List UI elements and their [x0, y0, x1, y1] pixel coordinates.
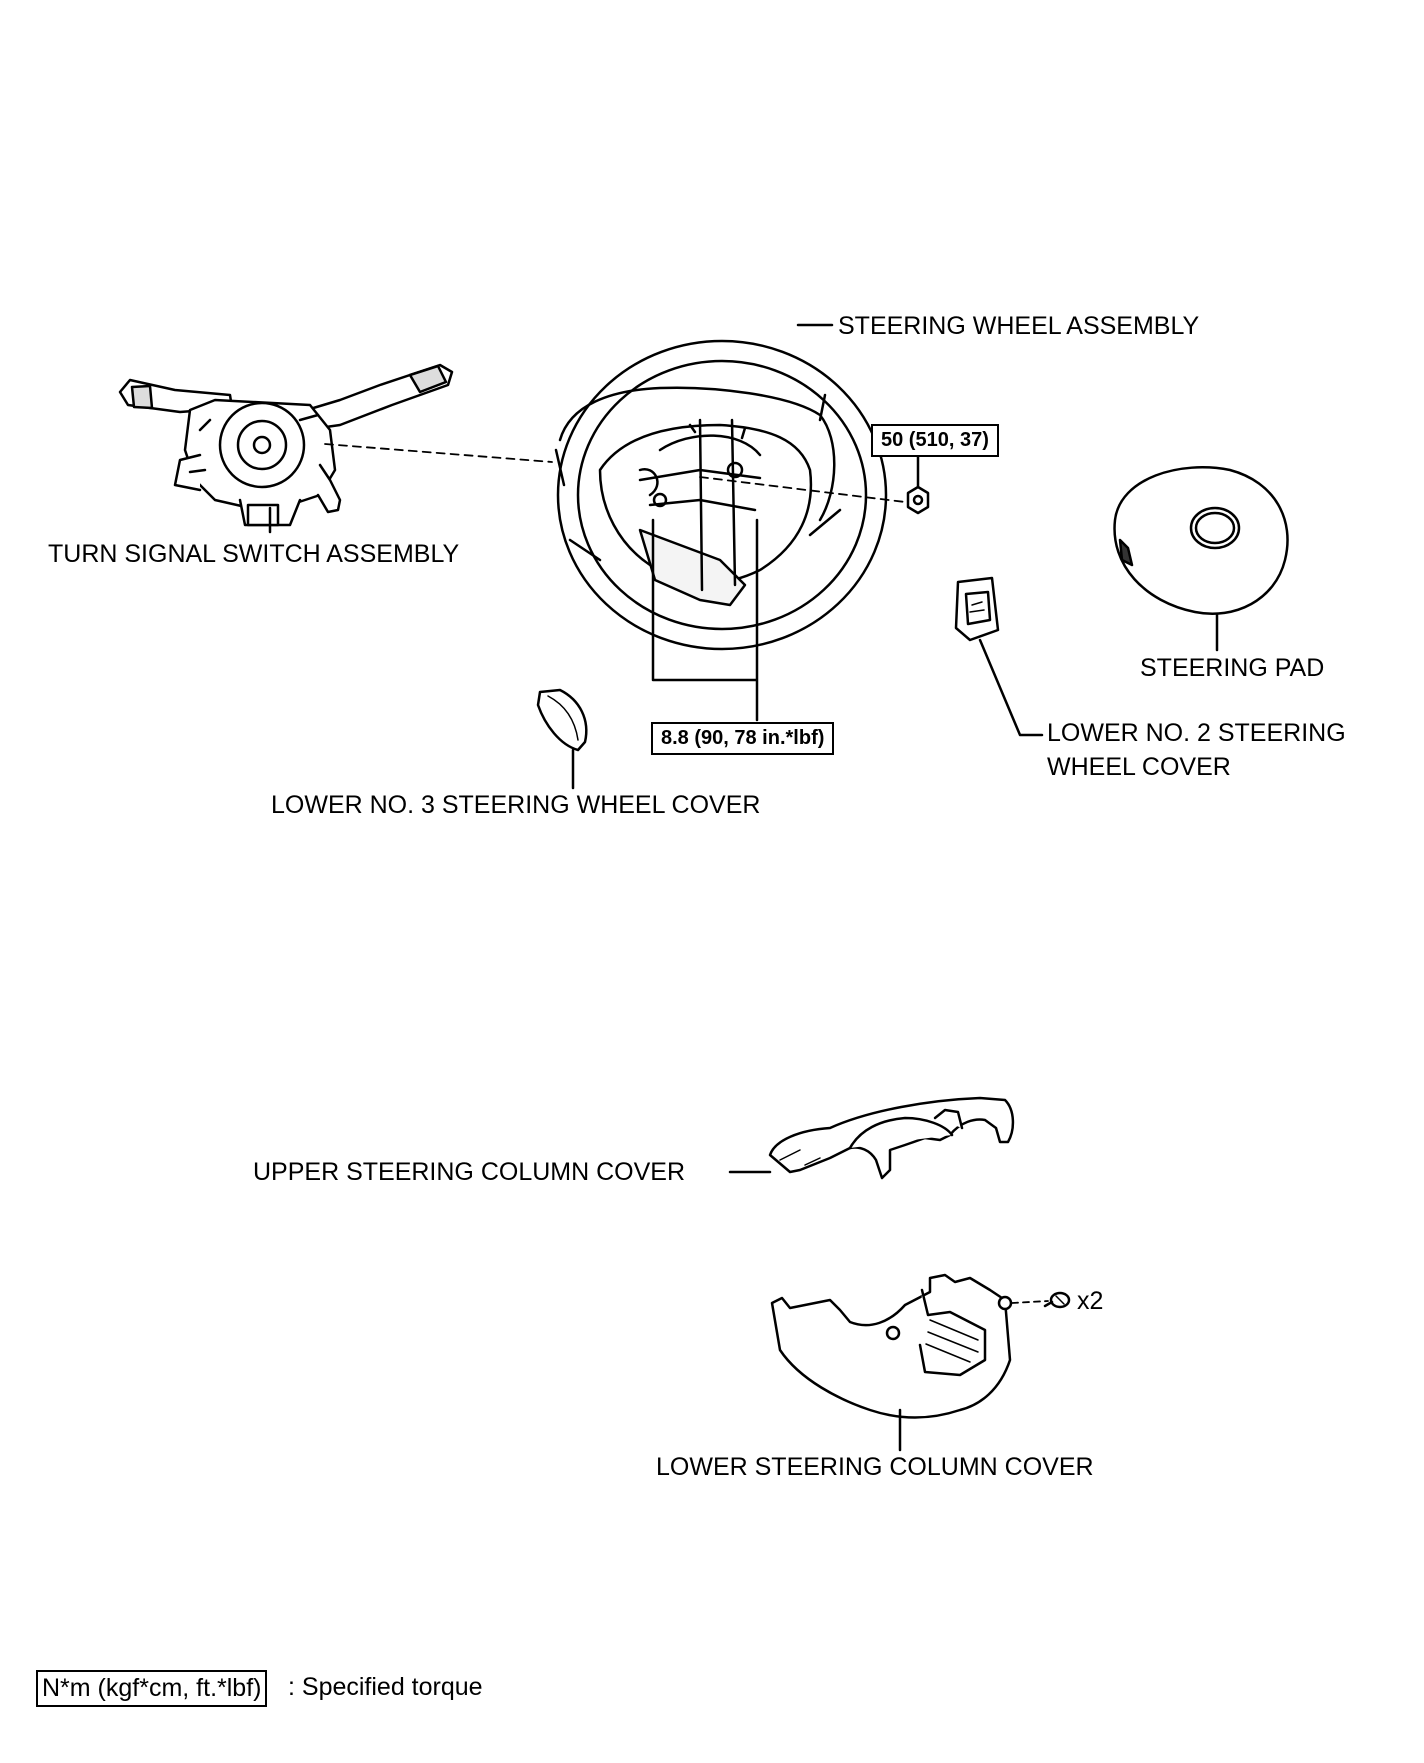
label-turn-signal-switch-assembly: TURN SIGNAL SWITCH ASSEMBLY — [48, 540, 460, 568]
label-screw-quantity: x2 — [1077, 1287, 1104, 1315]
lower-column-cover-drawing — [770, 1273, 1013, 1419]
lower-no2-cover-drawing — [954, 576, 1000, 642]
torque-box-wheel-screws: 8.8 (90, 78 in.*lbf) — [651, 722, 835, 755]
leader-wheel-screws — [651, 518, 759, 722]
nut-drawing — [906, 485, 930, 515]
steering-wheel-drawing — [554, 339, 888, 651]
legend-torque-text: : Specified torque — [288, 1673, 483, 1701]
upper-column-cover-drawing — [768, 1096, 1015, 1180]
leader-lower-no2-cover — [978, 638, 1044, 737]
torque-box-nut: 50 (510, 37) — [871, 424, 999, 457]
label-lower-no2-cover-line2: WHEEL COVER — [1047, 753, 1231, 781]
label-steering-wheel-assembly: STEERING WHEEL ASSEMBLY — [838, 312, 1200, 340]
label-lower-no2-cover-line1: LOWER NO. 2 STEERING — [1047, 719, 1346, 747]
label-steering-pad: STEERING PAD — [1140, 654, 1325, 682]
lower-no3-cover-drawing — [536, 688, 588, 752]
screw-drawing — [1043, 1291, 1071, 1309]
alignment-line-switch — [324, 443, 553, 463]
alignment-line-screw — [1011, 1300, 1049, 1304]
turn-signal-switch-drawing — [118, 363, 454, 527]
alignment-line-nut — [699, 476, 906, 503]
steering-pad-drawing — [1113, 466, 1289, 615]
label-lower-column-cover: LOWER STEERING COLUMN COVER — [656, 1453, 1094, 1481]
legend-torque-unit: N*m (kgf*cm, ft.*lbf) — [36, 1670, 268, 1707]
label-lower-no3-cover: LOWER NO. 3 STEERING WHEEL COVER — [271, 791, 761, 819]
label-upper-column-cover: UPPER STEERING COLUMN COVER — [253, 1158, 686, 1186]
